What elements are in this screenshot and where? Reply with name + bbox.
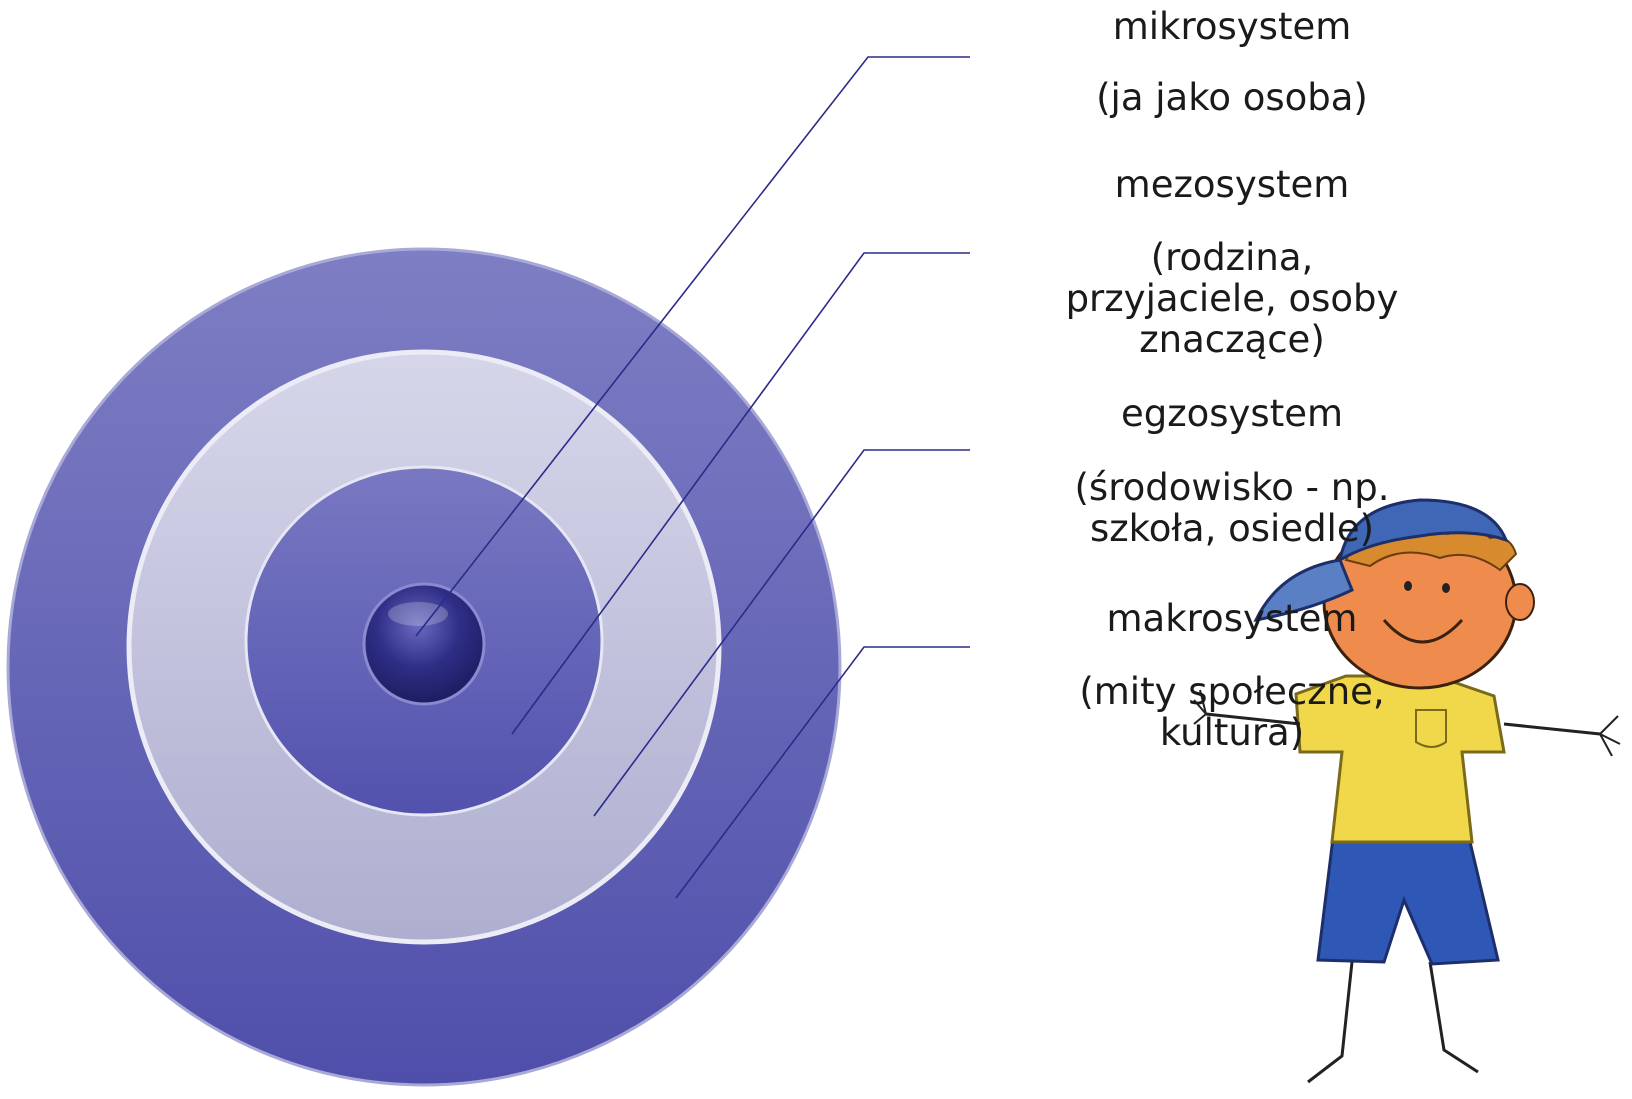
mikrosystem-center — [364, 584, 484, 704]
egzosystem-description: (środowisko - np.szkoła, osiedle) — [1022, 467, 1442, 549]
rings-group — [8, 249, 840, 1085]
label-makrosystem: makrosystem (mity społeczne,kultura) — [1022, 598, 1442, 753]
mikrosystem-title: mikrosystem — [1022, 6, 1442, 47]
child-drawing-icon — [1194, 500, 1620, 1082]
egzosystem-title: egzosystem — [1022, 393, 1442, 434]
label-mikrosystem: mikrosystem (ja jako osoba) — [1022, 6, 1442, 118]
label-egzosystem: egzosystem (środowisko - np.szkoła, osie… — [1022, 393, 1442, 549]
mezosystem-title: mezosystem — [1022, 164, 1442, 205]
mikrosystem-description: (ja jako osoba) — [1022, 77, 1442, 118]
makrosystem-description: (mity społeczne,kultura) — [1022, 671, 1442, 753]
makrosystem-title: makrosystem — [1022, 598, 1442, 639]
